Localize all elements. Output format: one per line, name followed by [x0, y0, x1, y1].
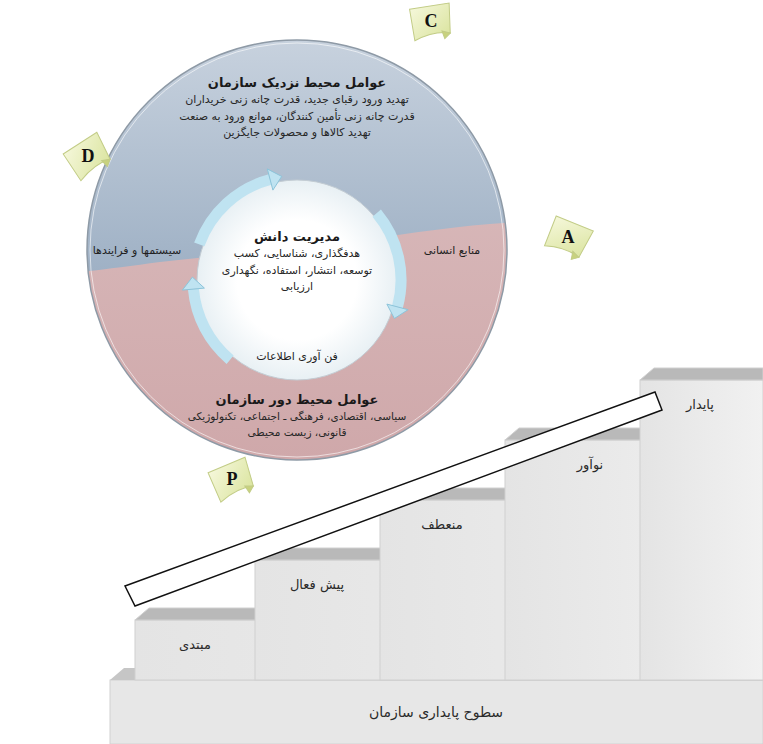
pdca-letter: A	[562, 227, 575, 248]
cycle-arrows	[182, 169, 408, 360]
environment-ring	[80, 30, 520, 460]
stair-step: مبتدی	[179, 637, 211, 652]
environment-band: عوامل محیط دور سازمانسیاسی، اقتصادی، فره…	[187, 391, 407, 440]
body-text: هدفگذاری، شناسایی، کسب توسعه، انتشار، اس…	[217, 246, 377, 296]
stair-step: پایدار	[686, 397, 714, 412]
node-label: سطوح پایداری سازمان	[369, 704, 503, 720]
stair-step: نوآور	[577, 457, 604, 472]
body-text: تهدید ورود رقبای جدید، قدرت چانه زنی خری…	[172, 92, 422, 142]
core-circle: مدیریت دانشهدفگذاری، شناسایی، کسب توسعه،…	[217, 228, 377, 295]
pdca-letter: C	[425, 11, 438, 32]
environment-band: عوامل محیط نزدیک سازمانتهدید ورود رقبای …	[172, 74, 422, 141]
node-label: نوآور	[577, 457, 604, 472]
node-label: مبتدی	[179, 637, 211, 652]
base-band: سطوح پایداری سازمان	[369, 704, 503, 720]
node-label: پیش فعال	[290, 577, 344, 592]
cycle-label: سیستمها و فرایندها	[93, 244, 181, 257]
cycle-label: فن آوری اطلاعات	[256, 350, 338, 363]
cycle-label: منابع انسانی	[424, 244, 481, 257]
pdca-letter: P	[227, 469, 238, 490]
node-label: پایدار	[686, 397, 714, 412]
stair-step: منعطف	[421, 517, 462, 532]
stair-steps	[135, 368, 763, 680]
stair-step: پیش فعال	[290, 577, 344, 592]
ramp-bar	[125, 392, 662, 606]
body-text: سیاسی، اقتصادی، فرهنگی ـ اجتماعی، تکنولو…	[187, 409, 407, 441]
node-label: منعطف	[421, 517, 462, 532]
heading-text: عوامل محیط دور سازمان	[187, 391, 407, 409]
heading-text: عوامل محیط نزدیک سازمان	[172, 74, 422, 92]
pdca-badges	[62, 3, 593, 504]
pdca-letter: D	[82, 146, 95, 167]
heading-text: مدیریت دانش	[217, 228, 377, 246]
